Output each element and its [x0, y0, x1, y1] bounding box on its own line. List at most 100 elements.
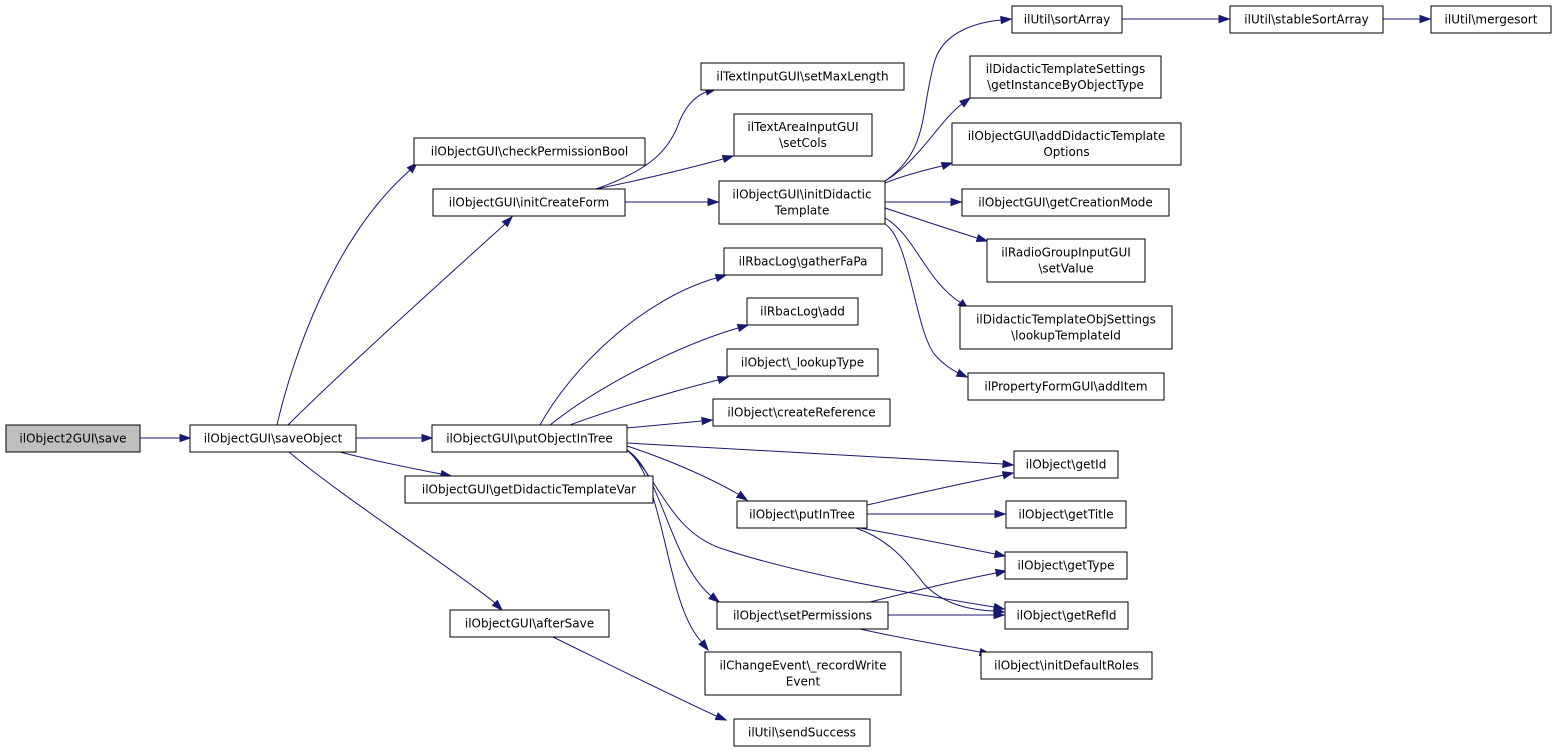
node-label: Event [786, 675, 821, 689]
node-label: ilUtil\stableSortArray [1244, 13, 1368, 27]
function-node[interactable]: ilUtil\sendSuccess [733, 718, 871, 747]
edge-n4-n14 [626, 445, 749, 501]
node-label: ilTextAreaInputGUI [747, 120, 858, 134]
node-label: \getInstanceByObjectType [987, 78, 1144, 92]
node-box [980, 651, 1153, 680]
node-label: ilObject\createReference [727, 406, 875, 420]
edge-n15-n28 [888, 610, 1006, 620]
node-box [431, 424, 628, 453]
edge-n3-n8 [595, 154, 735, 190]
node-box [432, 188, 626, 217]
node-box [959, 305, 1173, 350]
node-label: ilObjectGUI\getDidacticTemplateVar [422, 483, 636, 497]
node-box [986, 238, 1146, 283]
node-box [700, 62, 905, 91]
function-node[interactable]: ilObjectGUI\putObjectInTree [431, 424, 628, 453]
function-node[interactable]: ilRbacLog\add [746, 297, 859, 326]
node-label: ilObjectGUI\saveObject [204, 432, 343, 446]
function-node[interactable]: ilObjectGUI\afterSave [449, 609, 610, 638]
function-node[interactable]: ilObjectGUI\initCreateForm [432, 188, 626, 217]
function-node[interactable]: ilTextAreaInputGUI \setCols [733, 113, 873, 157]
node-box [712, 398, 891, 427]
function-node[interactable]: ilObject\initDefaultRoles [980, 651, 1153, 680]
node-label: ilObjectGUI\getCreationMode [978, 196, 1153, 210]
node-box [726, 348, 879, 377]
node-label: \setCols [779, 136, 827, 150]
function-node[interactable]: ilObject\getId [1013, 450, 1119, 479]
edge-n4-n28 [626, 449, 1006, 612]
node-label: ilPropertyFormGUI\addItem [984, 380, 1147, 394]
function-node[interactable]: ilUtil\stableSortArray [1229, 5, 1384, 34]
function-node[interactable]: ilUtil\mergesort [1430, 5, 1552, 34]
function-node[interactable]: ilObjectGUI\getDidacticTemplateVar [404, 475, 654, 504]
node-box [969, 55, 1162, 99]
node-box [1005, 500, 1127, 529]
node-label: ilObjectGUI\afterSave [465, 617, 594, 631]
function-node[interactable]: ilObject\getType [1004, 551, 1128, 580]
node-box [1004, 551, 1128, 580]
node-box [723, 247, 883, 276]
edge-n4-n15 [626, 449, 721, 603]
node-box [1430, 5, 1552, 34]
node-box [733, 718, 871, 747]
function-node[interactable]: ilObject2GUI\save [5, 424, 141, 453]
edge-n9-n24 [884, 223, 969, 378]
node-label: ilObject\putInTree [749, 508, 855, 522]
edge-n6-n17 [552, 636, 728, 721]
edge-n9-n18 [884, 15, 1013, 182]
node-box [704, 651, 902, 696]
edge-n9-n20 [884, 161, 954, 184]
function-node[interactable]: ilUtil\sortArray [1011, 5, 1123, 34]
node-label: ilUtil\mergesort [1445, 13, 1538, 27]
function-node[interactable]: ilObject\createReference [712, 398, 891, 427]
function-node[interactable]: ilObject\getRefId [1004, 601, 1129, 630]
edge-n0-n1 [140, 433, 192, 443]
function-node[interactable]: ilObject\setPermissions [716, 601, 889, 630]
edge-n1-n2 [276, 161, 419, 426]
function-node[interactable]: ilObjectGUI\saveObject [189, 424, 357, 453]
node-label: ilRadioGroupInputGUI [1001, 246, 1131, 260]
function-node[interactable]: ilRadioGroupInputGUI \setValue [986, 238, 1146, 283]
function-node[interactable]: ilRbacLog\gatherFaPa [723, 247, 883, 276]
node-label: \setValue [1038, 262, 1093, 276]
node-label: ilChangeEvent\_recordWrite [719, 659, 886, 673]
function-node[interactable]: ilObject\_lookupType [726, 348, 879, 377]
function-node[interactable]: ilTextInputGUI\setMaxLength [700, 62, 905, 91]
node-label: Template [774, 204, 830, 218]
node-label: ilUtil\sendSuccess [748, 726, 856, 740]
node-label: ilObject\initDefaultRoles [994, 659, 1139, 673]
function-node[interactable]: ilObjectGUI\getCreationMode [961, 188, 1170, 217]
function-node[interactable]: ilObjectGUI\checkPermissionBool [413, 137, 646, 166]
edge-n14-n27 [859, 527, 1007, 559]
edge-n4-n11 [549, 323, 750, 426]
node-box [961, 188, 1170, 217]
edge-n18-n30 [1122, 14, 1231, 24]
function-node[interactable]: ilPropertyFormGUI\addItem [967, 372, 1165, 401]
edge-n4-n16 [626, 449, 709, 652]
function-node[interactable]: ilObject\putInTree [736, 500, 868, 529]
edge-n1-n6 [288, 451, 504, 612]
function-node[interactable]: ilDidacticTemplateSettings\getInstanceBy… [969, 55, 1162, 99]
node-label: ilObjectGUI\putObjectInTree [446, 432, 613, 446]
edge-n14-n26 [867, 509, 1007, 519]
edge-n1-n5 [339, 451, 453, 479]
node-box [189, 424, 357, 453]
node-label: Options [1043, 145, 1089, 159]
node-label: ilObject\getRefId [1016, 609, 1116, 623]
node-box [449, 609, 610, 638]
function-node[interactable]: ilObject\getTitle [1005, 500, 1127, 529]
edge-n9-n22 [884, 207, 989, 243]
node-label: ilTextInputGUI\setMaxLength [716, 70, 888, 84]
node-box [1004, 601, 1129, 630]
node-label: ilObject\getType [1017, 559, 1114, 573]
node-box [5, 424, 141, 453]
function-node[interactable]: ilDidacticTemplateObjSettings\lookupTemp… [959, 305, 1173, 350]
node-box [1229, 5, 1384, 34]
node-box [967, 372, 1165, 401]
edge-n30-n31 [1383, 14, 1432, 24]
edge-n4-n12 [569, 375, 730, 426]
node-box [951, 122, 1182, 166]
